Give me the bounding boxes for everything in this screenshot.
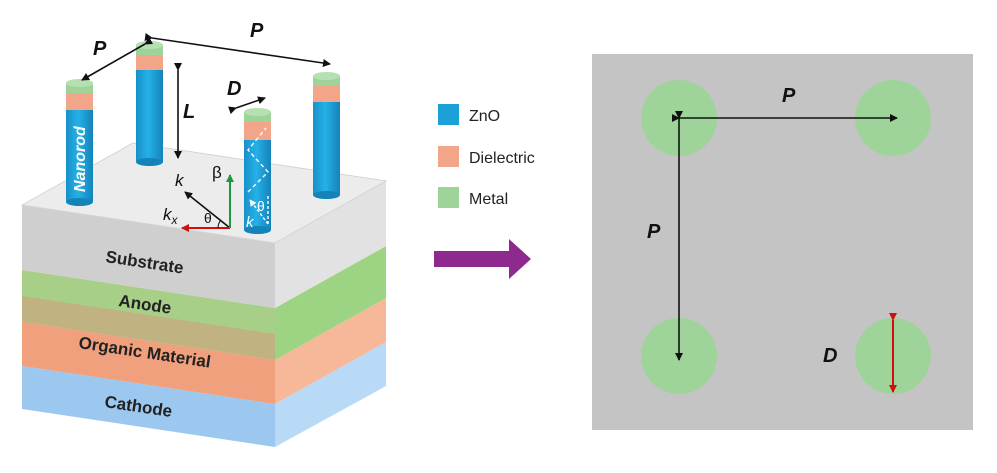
cathode-side [275,342,386,447]
transition-arrow [434,239,531,279]
k-label: k [175,171,185,190]
legend-swatch-metal [438,187,459,208]
theta-arc [217,219,222,229]
pitch-arrow-top [144,33,331,67]
length-label: L [183,101,195,123]
beta-label: β [212,163,222,182]
pitch-label-left: P [93,38,107,60]
organic-front [22,322,275,404]
inner-k-arrow [249,199,269,225]
anode-side [275,246,386,360]
legend-label-dielectric: Dielectric [469,150,535,167]
nanorod-1 [66,79,93,206]
device-stack [20,142,388,447]
nanorod-3 [244,108,271,234]
pitch-label-vertical: P [647,221,661,243]
diameter-arrow [228,96,266,115]
anode-front-overlay [22,296,275,360]
theta-label-outer: θ [204,210,212,226]
legend-label-metal: Metal [469,191,508,208]
diameter-label-topview: D [823,345,837,367]
legend: ZnO Dielectric Metal [438,104,535,208]
pitch-label-top: P [250,20,264,42]
legend-swatch-zno [438,104,459,125]
substrate-top [20,142,388,244]
legend-label-zno: ZnO [469,108,500,125]
kx-label: kx [163,205,179,227]
organic-side [275,298,386,404]
pitch-label-horizontal: P [782,85,796,107]
substrate-front [22,205,275,308]
k-inner-label: k [246,214,255,231]
guided-wave-path [247,127,269,193]
theta-label-inner: θ [257,198,265,214]
top-view: P P D [592,54,973,430]
k-vector-arrow [184,191,231,229]
substrate-side [275,181,386,308]
cathode-front [22,366,275,447]
nanorod-4 [313,72,340,199]
nanorod-2 [136,41,163,166]
pitch-arrow-left [81,37,154,81]
nanorod-label: Nanorod [72,125,89,192]
legend-swatch-dielectric [438,146,459,167]
diameter-label: D [227,78,241,100]
